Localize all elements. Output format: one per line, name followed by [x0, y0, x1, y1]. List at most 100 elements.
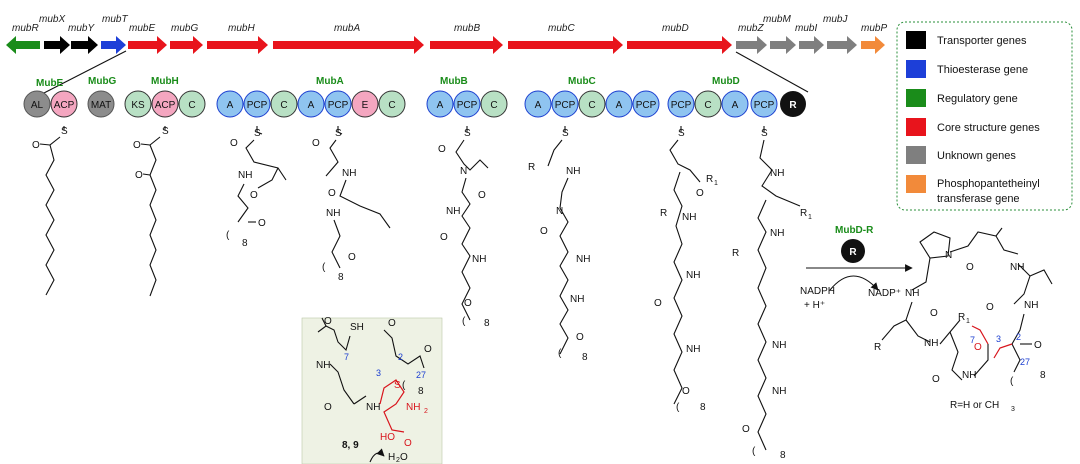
amide-nh: NH	[1024, 300, 1038, 311]
amide-nh: NH	[472, 254, 486, 265]
r-definition: R=H or CH	[950, 400, 999, 411]
carboxyl-oh: HO	[380, 432, 395, 443]
side-chain-r1: R	[800, 208, 807, 219]
amide-nh: NH	[682, 212, 696, 223]
carbonyl-o: O	[133, 140, 141, 151]
enzyme-label: MubB	[440, 76, 468, 87]
carbonyl-o: O	[654, 298, 662, 309]
thiol-s: S	[335, 128, 342, 139]
chain-paren: (	[676, 402, 680, 413]
amide-nh: NH	[342, 168, 356, 179]
domain-a	[297, 90, 325, 118]
side-chain-r1-sub: 1	[808, 214, 812, 221]
product-position-7: 7	[970, 335, 975, 345]
legend-label: Core structure genes	[937, 122, 1040, 134]
amide-nh: NH	[686, 344, 700, 355]
amide-nh: NH	[366, 402, 380, 413]
side-chain-r: R	[528, 162, 535, 173]
gene-arrow-mubX	[44, 36, 70, 54]
domain-c	[694, 90, 722, 118]
amide-nh: NH	[570, 294, 584, 305]
carbonyl-o: O	[576, 332, 584, 343]
domain-label: E	[362, 100, 369, 111]
chain-paren: (	[322, 262, 326, 273]
chain-length: 8	[700, 402, 706, 413]
nrps-pks-domains: AL ACP MAT KS ACP C A PCP C A PCP E C A …	[23, 90, 806, 118]
domain-label: AL	[31, 100, 44, 111]
domain-pcp	[324, 90, 352, 118]
carbonyl-o: O	[682, 386, 690, 397]
inset-position-3: 3	[376, 368, 381, 378]
domain-label: A	[227, 100, 234, 111]
amide-nh: NH	[772, 340, 786, 351]
gene-label: mubI	[795, 23, 817, 34]
gene-arrow-mubJ	[827, 36, 857, 54]
thiol-s: S	[464, 128, 471, 139]
side-chain-r1-sub: 1	[966, 318, 970, 325]
compound-label: 8, 9	[342, 440, 359, 451]
domain-label: PCP	[636, 100, 657, 111]
gene-arrow-mubD	[627, 36, 732, 54]
domain-label: R	[849, 247, 857, 258]
domain-pcp	[632, 90, 660, 118]
legend-label: transferase gene	[937, 193, 1020, 205]
chain-paren: (	[226, 230, 230, 241]
legend-swatch-thioesterase	[906, 60, 926, 78]
carbonyl-o: O	[540, 226, 548, 237]
water-o: O	[400, 452, 408, 463]
legend-label: Transporter genes	[937, 35, 1027, 47]
intermediate-structures: S O S O O S O NH O O ( 8 S O NH O NH	[32, 126, 812, 461]
carbonyl-o: O	[230, 138, 238, 149]
amide-nh: NH	[446, 206, 460, 217]
domain-label: A	[616, 100, 623, 111]
chain-length: 8	[1040, 370, 1046, 381]
thiol-s: S	[254, 128, 261, 139]
gene-label: mubP	[861, 23, 887, 34]
legend-swatch-unknown	[906, 146, 926, 164]
domain-label: C	[490, 100, 497, 111]
gene-label: mubB	[454, 23, 480, 34]
domain-label: PCP	[671, 100, 692, 111]
gene-arrow-mubP	[861, 36, 885, 54]
domain-acp	[151, 90, 179, 118]
domain-al	[23, 90, 51, 118]
chain-paren: (	[402, 380, 406, 391]
gene-arrow-mubG	[170, 36, 203, 54]
domain-acp	[50, 90, 78, 118]
gene-arrow-mubA	[273, 36, 424, 54]
carbonyl-o: O	[932, 374, 940, 385]
domain-r	[841, 239, 865, 263]
cofactor-h: + H⁺	[804, 300, 825, 311]
carbonyl-o: O	[464, 298, 472, 309]
gene-label: mubX	[39, 14, 65, 25]
side-chain-r: R	[732, 248, 739, 259]
domain-label: C	[388, 100, 395, 111]
cofactor-nadph: NADPH	[800, 286, 835, 297]
amine-nh2: NH	[406, 402, 420, 413]
gene-arrow-mubC	[508, 36, 623, 54]
amide-nh: NH	[772, 386, 786, 397]
domain-label: KS	[131, 100, 145, 111]
domain-label: ACP	[155, 100, 176, 111]
enzyme-label: MubD-R	[835, 225, 874, 236]
carbonyl-o: O	[312, 138, 320, 149]
domain-a	[426, 90, 454, 118]
amide-nh: NH	[1010, 262, 1024, 273]
carbonyl-o: O	[135, 170, 143, 181]
proline-n: N	[460, 166, 467, 177]
domain-pcp	[453, 90, 481, 118]
domain-c	[178, 90, 206, 118]
domain-label: C	[280, 100, 287, 111]
enzyme-label: MubH	[151, 76, 179, 87]
carbonyl-o: O	[388, 318, 396, 329]
amide-nh: NH	[962, 370, 976, 381]
legend-label: Unknown genes	[937, 150, 1016, 162]
domain-label: MAT	[91, 100, 111, 111]
gene-arrow-mubR	[6, 36, 40, 54]
domain-label: PCP	[555, 100, 576, 111]
carbonyl-o: O	[986, 302, 994, 313]
enzyme-label: MubD	[712, 76, 740, 87]
carbonyl-o: O	[32, 140, 40, 151]
domain-label: C	[188, 100, 195, 111]
